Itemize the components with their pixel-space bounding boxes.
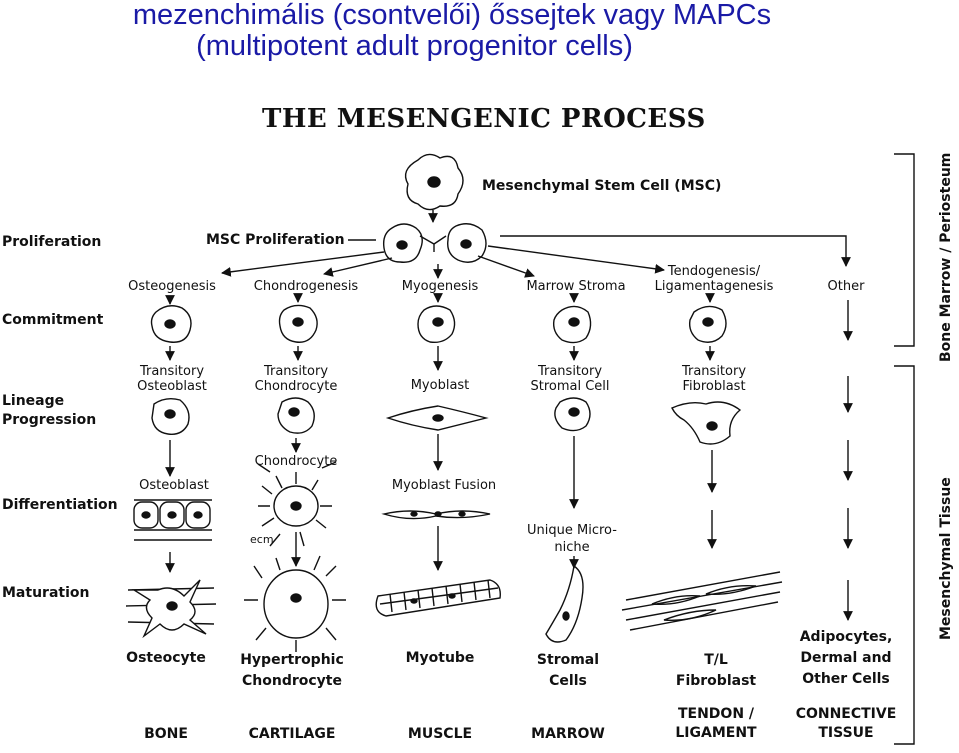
stromal-cells-label: Stromal Cells [536,652,600,689]
commit-cell-cartilage [278,304,318,343]
process-other: Other [827,279,865,294]
osteoblast-label: Osteoblast [139,478,209,493]
transitory-chondrocyte: Transitory Chondrocyte [254,364,338,394]
myoblast-fusion [381,510,491,520]
myotube-label: Myotube [405,650,475,666]
side-label-marrow: Bone Marrow / Periosteum [938,152,954,362]
msc-proliferation-label: MSC Proliferation [206,232,345,248]
slide-title-line2: (multipotent adult progenitor cells) [196,30,633,62]
msc-nucleus [427,176,441,188]
stage-proliferation: Proliferation [2,234,102,250]
adipocytes-label: Adipocytes, Dermal and Other Cells [799,629,893,687]
ecm-label: ecm [250,533,274,546]
tissue-cartilage: CARTILAGE [248,726,336,742]
commit-cell-bone [150,305,192,343]
tl-fibroblast-label: T/L Fibroblast [675,652,757,689]
tissue-tendon-ligament: TENDON / LIGAMENT [675,706,757,741]
myotube-cell [375,579,501,617]
tissue-bone: BONE [144,726,188,742]
msc-cell [404,153,464,211]
tissue-marrow: MARROW [531,726,605,742]
bracket-tissue [894,365,915,745]
process-osteogenesis: Osteogenesis [128,279,216,294]
msc-label: Mesenchymal Stem Cell (MSC) [482,178,722,194]
tendon-fibroblast-cell [621,571,783,631]
diagram-title: THE MESENGENIC PROCESS [262,104,706,134]
proliferating-cell-right [447,223,487,263]
process-chondrogenesis: Chondrogenesis [253,279,359,294]
osteocyte-cell [125,579,217,639]
bracket-marrow [894,153,915,347]
osteoblast-layer [133,499,212,541]
transitory-stromal-cell: Transitory Stromal Cell [530,364,610,394]
myoblast-fusion-label: Myoblast Fusion [391,478,497,493]
slide-title: mezenchimális (csontvelői) őssejtek vagy… [0,0,959,62]
transitory-osteoblast: Transitory Osteoblast [137,364,207,394]
chondrocyte-label: Chondrocyte [254,454,338,469]
stage-differentiation: Differentiation [2,497,118,513]
process-marrow-stroma: Marrow Stroma [526,279,626,294]
commit-cell-muscle [417,305,456,344]
myoblast-cell [385,405,489,431]
commit-cell-tendon [688,305,727,343]
proliferating-cell-left [382,223,423,263]
stromal-cell [545,564,584,643]
process-tendogenesis: Tendogenesis/ Ligamentagenesis [654,264,774,294]
micro-niche-label: Unique Micro-niche [527,523,617,555]
slide-title-line1: mezenchimális (csontvelői) őssejtek vagy… [132,0,772,31]
hypertrophic-chondrocyte-label: Hypertrophic Chondrocyte [240,652,344,689]
tissue-muscle: MUSCLE [407,726,473,742]
transitory-fibroblast: Transitory Fibroblast [681,364,747,394]
process-myogenesis: Myogenesis [401,279,479,294]
stage-commitment: Commitment [2,312,104,328]
chondrocyte-ecm [257,461,337,547]
hypertrophic-chondrocyte-cell [244,555,346,652]
osteocyte-label: Osteocyte [126,650,206,666]
stage-maturation: Maturation [2,585,90,601]
myoblast-label: Myoblast [410,378,470,393]
stage-lineage-progression: Lineage Progression [2,393,97,428]
tissue-connective: CONNECTIVE TISSUE [795,706,897,741]
commit-cell-marrow [552,305,592,344]
fibroblast-cell [671,401,742,445]
side-label-tissue: Mesenchymal Tissue [938,477,954,640]
